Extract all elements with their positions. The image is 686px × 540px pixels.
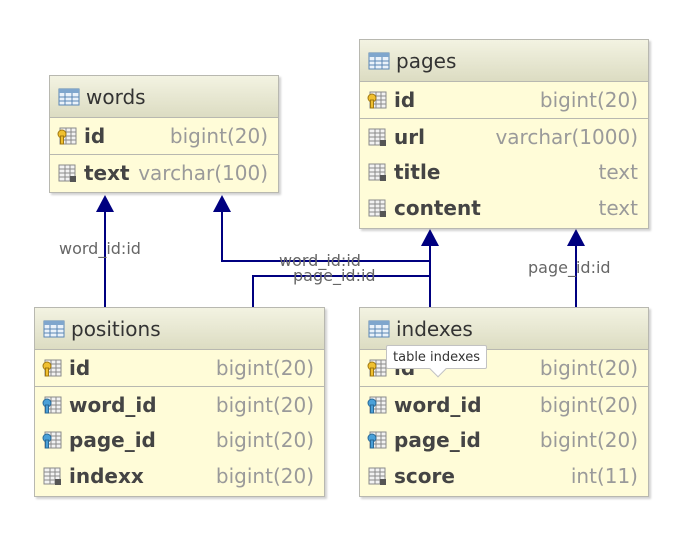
- table-positions[interactable]: positions id bigint(20) word_id bigint(2…: [34, 307, 325, 497]
- column-name: title: [394, 160, 441, 184]
- column-type: text: [598, 160, 638, 184]
- primary-key-icon: [57, 127, 77, 145]
- relation-label-positions-word: word_id:id: [59, 239, 141, 259]
- column-name: indexx: [69, 464, 144, 488]
- column-name: content: [394, 196, 481, 220]
- column-name: score: [394, 464, 455, 488]
- column-type: bigint(20): [215, 428, 314, 452]
- arrow-head-pages-2: [567, 229, 585, 246]
- column-row-content[interactable]: content text: [360, 190, 648, 226]
- table-name: pages: [396, 48, 457, 73]
- table-icon: [43, 320, 65, 337]
- column-type: text: [598, 196, 638, 220]
- foreign-key-icon: [367, 396, 387, 413]
- column-icon: [368, 467, 386, 485]
- relation-label-indexes-page: page_id:id: [528, 258, 611, 278]
- column-row-indexx[interactable]: indexx bigint(20): [35, 458, 324, 494]
- column-name: word_id: [394, 392, 482, 417]
- column-type: varchar(100): [138, 160, 268, 185]
- column-row-word-id[interactable]: word_id bigint(20): [360, 386, 648, 422]
- column-row-word-id[interactable]: word_id bigint(20): [35, 386, 324, 422]
- column-name: page_id: [394, 428, 481, 452]
- column-icon: [58, 164, 76, 182]
- table-name: words: [86, 84, 146, 109]
- column-name: text: [84, 160, 130, 185]
- column-name: page_id: [69, 428, 156, 452]
- column-type: bigint(20): [539, 428, 638, 452]
- table-header-pages[interactable]: pages: [360, 40, 648, 82]
- table-icon: [368, 320, 390, 337]
- column-name: id: [69, 356, 91, 380]
- column-row-id[interactable]: id bigint(20): [360, 82, 648, 118]
- primary-key-icon: [367, 91, 387, 109]
- column-name: id: [394, 88, 416, 112]
- column-type: bigint(20): [215, 392, 314, 417]
- column-row-page-id[interactable]: page_id bigint(20): [35, 422, 324, 458]
- table-name: positions: [71, 316, 161, 341]
- foreign-key-icon: [42, 431, 62, 449]
- column-type: varchar(1000): [495, 124, 638, 149]
- table-name: indexes: [396, 316, 473, 341]
- table-pages[interactable]: pages id bigint(20) url varchar(1000) ti…: [359, 39, 649, 229]
- column-icon: [368, 163, 386, 181]
- column-type: bigint(20): [169, 124, 268, 148]
- primary-key-icon: [42, 359, 62, 377]
- tooltip: table indexes: [386, 345, 487, 378]
- relation-label-indexes-word: word_id:id: [279, 251, 361, 271]
- column-icon: [43, 467, 61, 485]
- column-row-score[interactable]: score int(11): [360, 458, 648, 494]
- table-icon: [58, 88, 80, 105]
- column-type: bigint(20): [539, 356, 638, 380]
- column-row-url[interactable]: url varchar(1000): [360, 118, 648, 154]
- arrow-head-pages-1: [421, 229, 439, 246]
- primary-key-icon: [367, 359, 387, 377]
- arrow-head-words-1: [96, 195, 114, 212]
- column-type: bigint(20): [215, 356, 314, 380]
- column-row-title[interactable]: title text: [360, 154, 648, 190]
- column-name: word_id: [69, 392, 157, 417]
- column-row-page-id[interactable]: page_id bigint(20): [360, 422, 648, 458]
- column-row-id[interactable]: id bigint(20): [35, 350, 324, 386]
- column-type: bigint(20): [215, 464, 314, 488]
- arrow-head-words-2: [213, 195, 231, 212]
- column-row-text[interactable]: text varchar(100): [50, 154, 278, 190]
- column-icon: [368, 199, 386, 217]
- column-type: int(11): [570, 464, 638, 488]
- table-header-words[interactable]: words: [50, 76, 278, 118]
- table-indexes[interactable]: indexes id bigint(20) word_id bigint(20)…: [359, 307, 649, 497]
- table-header-indexes[interactable]: indexes: [360, 308, 648, 350]
- column-type: bigint(20): [539, 88, 638, 112]
- table-words[interactable]: words id bigint(20) text varchar(100): [49, 75, 279, 193]
- relation-line-indexes-words: [221, 210, 431, 307]
- foreign-key-icon: [42, 396, 62, 413]
- table-header-positions[interactable]: positions: [35, 308, 324, 350]
- tooltip-text: table indexes: [393, 349, 480, 365]
- foreign-key-icon: [367, 431, 387, 449]
- column-icon: [368, 128, 386, 146]
- column-type: bigint(20): [539, 392, 638, 417]
- column-row-id[interactable]: id bigint(20): [50, 118, 278, 154]
- column-name: id: [84, 124, 106, 148]
- relation-label-positions-page: page_id:id: [293, 266, 376, 286]
- table-icon: [368, 52, 390, 69]
- column-name: url: [394, 124, 425, 149]
